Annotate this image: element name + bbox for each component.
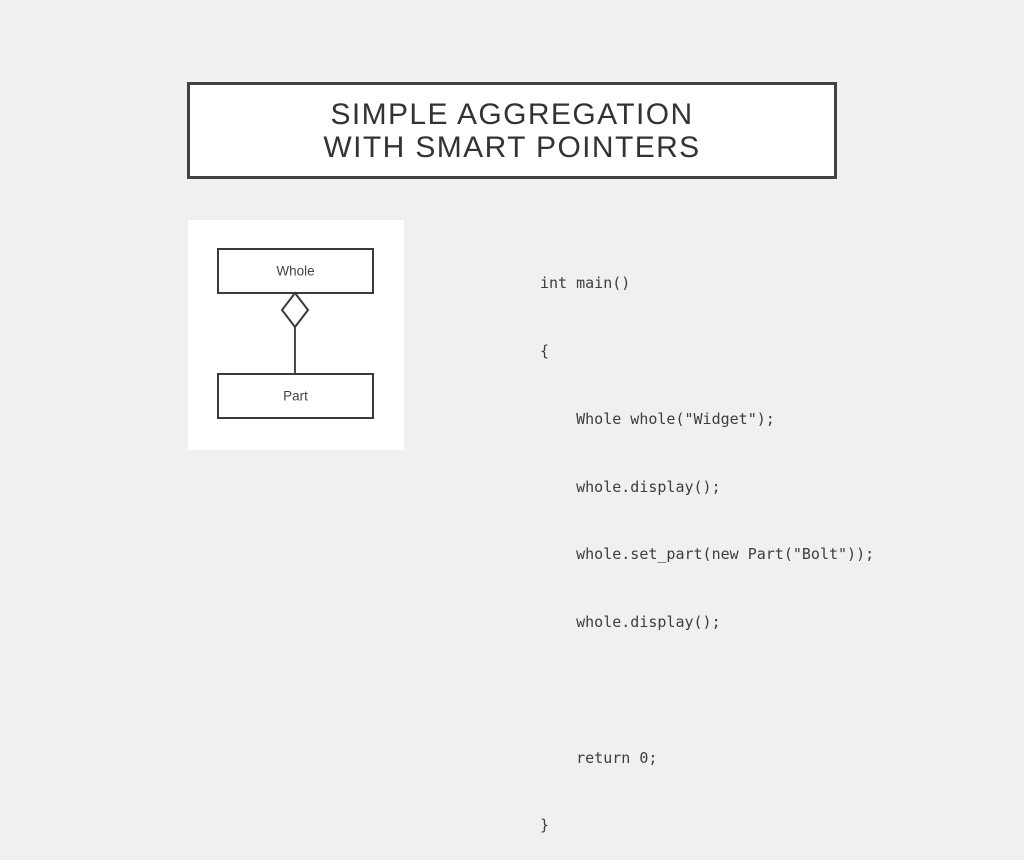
code-line: int main() (540, 274, 631, 293)
code-line-blank (540, 679, 874, 702)
code-line: return 0; (540, 748, 658, 767)
slide-title-box: Simple Aggregation with Smart Pointers (187, 82, 837, 179)
code-line: whole.set_part(new Part("Bolt")); (540, 545, 875, 564)
code-listing: int main() { Whole whole("Widget"); whol… (540, 227, 874, 860)
code-line: { (540, 341, 550, 360)
slide-title-line-2: with Smart Pointers (323, 130, 701, 164)
code-line: } (540, 816, 550, 835)
slide-title-line-1: Simple Aggregation (330, 97, 694, 131)
uml-class-box-part (217, 373, 374, 419)
uml-class-label-part: Part (283, 389, 308, 404)
code-line: Whole whole("Widget"); (540, 409, 775, 428)
code-line: whole.display(); (540, 477, 721, 496)
uml-diagram-svg: Whole Part (217, 248, 374, 419)
uml-diagram-panel: Whole Part (188, 220, 404, 450)
aggregation-diamond-icon (280, 291, 310, 329)
uml-class-label-whole: Whole (276, 264, 314, 279)
code-line: whole.display(); (540, 613, 721, 632)
